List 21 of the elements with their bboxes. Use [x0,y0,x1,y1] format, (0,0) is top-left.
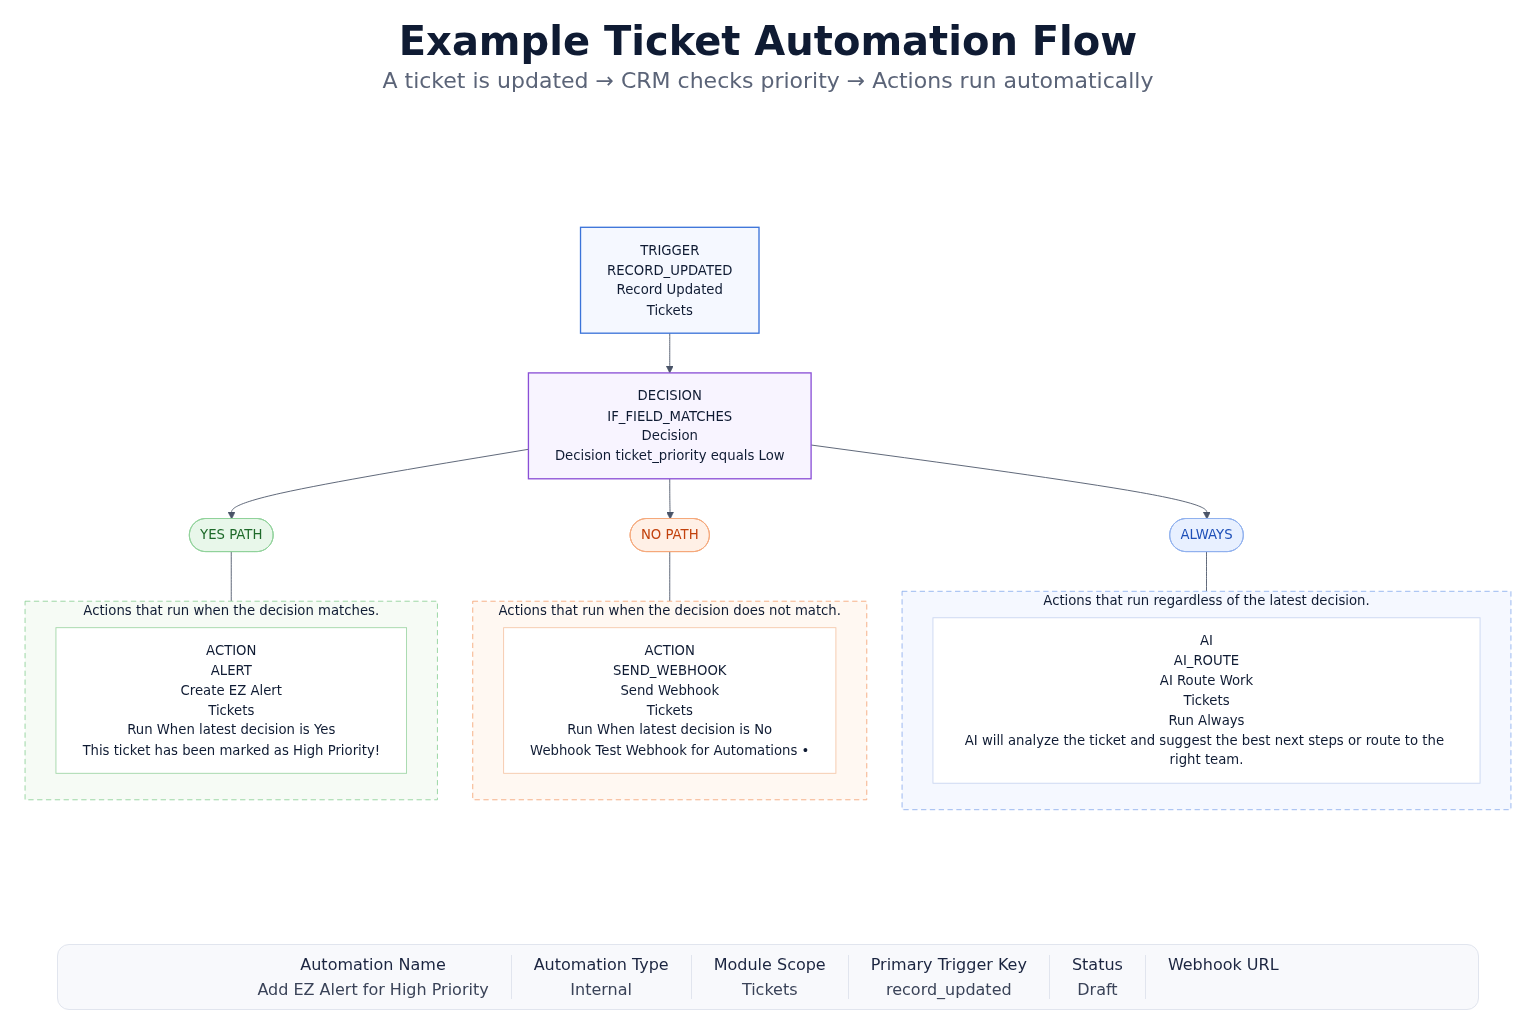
field-value: Internal [570,980,632,999]
field-label: Webhook URL [1167,955,1279,974]
field-label: Status [1071,955,1123,974]
connector [1206,551,1207,592]
node-box: ACTION SEND_WEBHOOK Send Webhook Tickets Run When latest decision is No Webhook Test Webhook for Automations • [503,627,837,774]
node-box: TRIGGER RECORD_UPDATED Record Updated Tickets [579,226,760,334]
node-box: ACTION ALERT Create EZ Alert Tickets Run When latest decision is Yes This ticket has been marked as High Priority! [55,627,407,774]
field-value: Tickets [741,980,798,999]
field-value: Add EZ Alert for High Priority [257,980,489,999]
node-box: AI AI_ROUTE AI Route Work Tickets Run Always AI will analyze the ticket and suggest the best next steps or route to the right team. [932,617,1481,784]
node-box: DECISION IF_FIELD_MATCHES Decision Decision ticket_priority equals Low [527,372,812,480]
field-label: Module Scope [713,955,826,974]
title: Example Ticket Automation Flow [398,18,1138,64]
field-value: Draft [1077,980,1118,999]
connector [669,551,671,602]
subtitle: A ticket is updated → CRM checks priority → Actions run automatically [382,68,1154,93]
field-label: Automation Type [533,955,669,974]
connector [230,551,232,602]
field-label: Automation Name [300,955,446,974]
field-value: record_updated [886,980,1012,999]
field-label: Primary Trigger Key [870,955,1027,974]
